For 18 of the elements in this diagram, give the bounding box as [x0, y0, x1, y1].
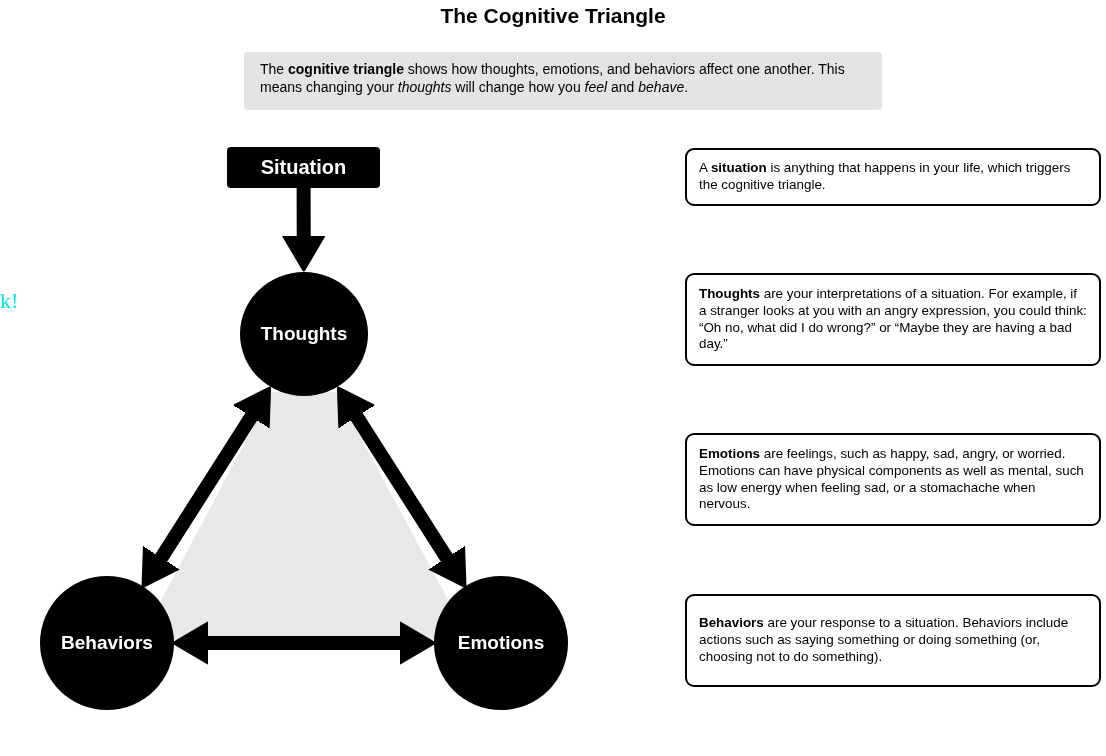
situation-box: [227, 147, 380, 188]
node-label: Thoughts: [260, 323, 348, 345]
intro-note: [244, 52, 882, 110]
stray-text: k!: [0, 288, 19, 314]
description-text: The cognitive triangle shows how thoughts, emotions, and behaviors affect one another. This means changing your thoughts will change how you feel and behave.: [260, 61, 845, 95]
title: The Cognitive Triangle: [439, 4, 667, 28]
description-box: [685, 148, 1101, 206]
arrow: [282, 187, 326, 272]
node-label: Situation: [260, 156, 347, 179]
description-box: [685, 273, 1101, 366]
description-text: Thoughts are your interpretations of a situation. For example, if a stranger looks at you with an angry expression, you could think: “Oh no, what did I do wrong?” or “Maybe they are having a bad day.”: [699, 286, 1087, 353]
description-text: A situation is anything that happens in your life, which triggers the cognitive triangle.: [699, 160, 1072, 194]
description-box: [685, 433, 1101, 526]
node-label: Emotions: [457, 632, 545, 654]
node-label: Behaviors: [61, 632, 153, 654]
description-text: Behaviors are your response to a situation. Behaviors include actions such as saying something or doing something (or, choosing not to do something).: [699, 615, 1070, 666]
description-text: Emotions are feelings, such as happy, sad, angry, or worried. Emotions can have physical components as well as mental, such as low energy when feeling sad, or a stomachache when nervous.: [699, 446, 1085, 513]
description-box: [685, 594, 1101, 687]
